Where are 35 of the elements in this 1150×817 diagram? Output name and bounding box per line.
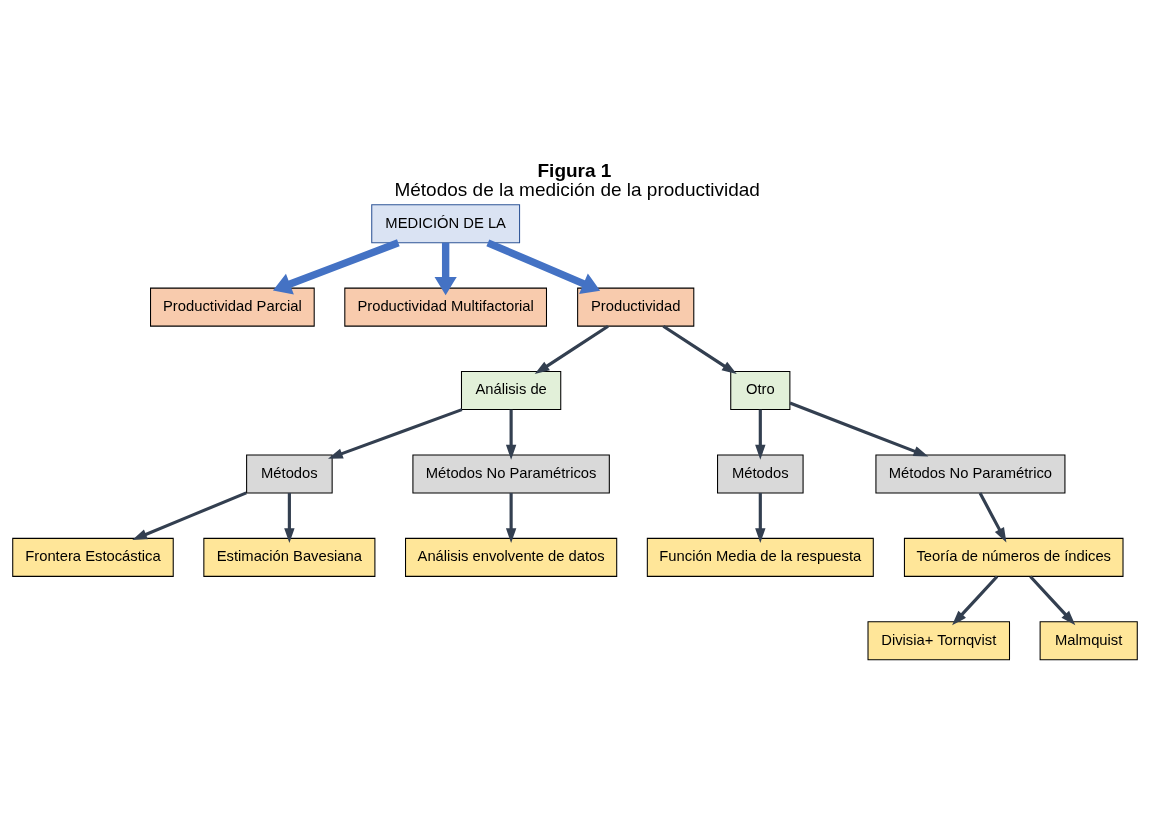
- arrow: [327, 407, 463, 459]
- node-box: Métodos No Paramétrico: [875, 453, 1066, 493]
- node-box: Productividad Parcial: [150, 287, 315, 327]
- node-box: MEDICIÓN DE LA: [371, 203, 521, 243]
- node-box: Estimación Bavesiana: [203, 537, 376, 577]
- arrow: [505, 492, 517, 543]
- node-box: Malmquist: [1039, 620, 1138, 660]
- node-box: Métodos No Paramétricos: [412, 453, 610, 493]
- diagram-title: Figura 1: [537, 159, 612, 181]
- node-box: Métodos: [246, 453, 333, 493]
- node-box: Análisis envolvente de datos: [405, 537, 618, 577]
- node-box: Productividad: [577, 287, 695, 327]
- node-box: Teoría de números de índices: [903, 537, 1124, 577]
- arrow: [434, 242, 457, 295]
- arrow: [662, 324, 737, 374]
- node-box: Otro: [730, 370, 791, 410]
- node-box: Métodos: [717, 453, 804, 493]
- arrow: [755, 492, 766, 543]
- caption: Métodos de la medición de la productividad: [394, 178, 760, 200]
- node-box: Análisis de: [460, 370, 562, 410]
- node-box: Divisia+ Tornqvist: [867, 620, 1011, 660]
- node-box: Frontera Estocástica: [12, 537, 174, 577]
- arrow: [755, 409, 766, 460]
- arrow: [505, 409, 517, 460]
- node-box: Productividad Multifactorial: [344, 287, 547, 327]
- arrow: [284, 492, 295, 543]
- arrow: [272, 238, 400, 294]
- arrow: [1029, 574, 1076, 625]
- arrow: [534, 324, 609, 374]
- arrow: [132, 490, 247, 540]
- arrow: [952, 574, 999, 625]
- arrow: [978, 491, 1007, 543]
- arrow: [789, 401, 929, 457]
- node-box: Función Media de la respuesta: [646, 537, 874, 577]
- arrow: [486, 238, 601, 294]
